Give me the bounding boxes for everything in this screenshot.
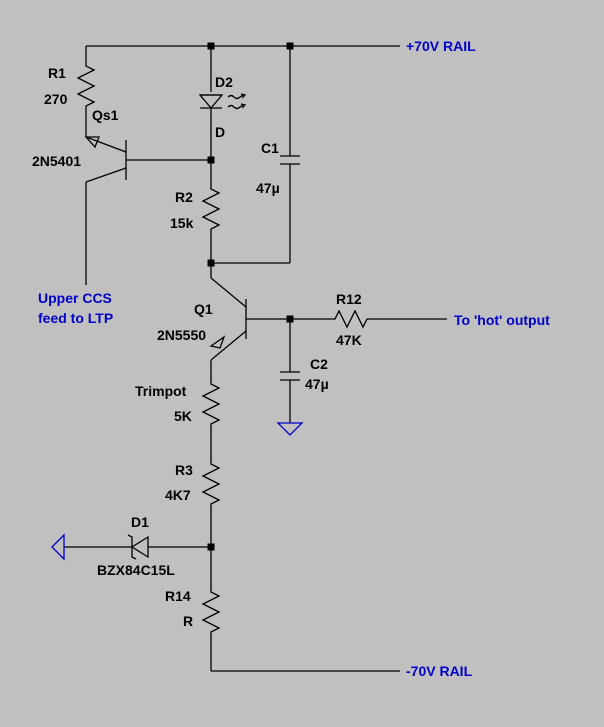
d2-ref: D2 — [215, 74, 233, 90]
r1-value: 270 — [44, 91, 68, 107]
d1-ref: D1 — [131, 514, 149, 530]
r3-resistor — [201, 460, 221, 508]
junction-dot — [207, 156, 215, 164]
r3-ref: R3 — [175, 462, 193, 478]
junction-dot — [286, 315, 294, 323]
d2-value: D — [215, 124, 225, 140]
r2-resistor — [201, 185, 221, 233]
neg-rail-label: -70V RAIL — [406, 663, 473, 679]
junction-dot — [207, 42, 215, 50]
upper-ccs-label-line1: Upper CCS — [38, 290, 112, 306]
r2-value: 15k — [170, 215, 194, 231]
r12-value: 47K — [336, 332, 362, 348]
c1-ref: C1 — [261, 140, 279, 156]
r14-ref: R14 — [165, 588, 191, 604]
c2-capacitor — [280, 371, 300, 381]
junction-dot — [286, 42, 294, 50]
r1-ref: R1 — [48, 65, 66, 81]
trimpot-value: 5K — [174, 408, 192, 424]
ground-symbol — [51, 533, 65, 561]
q1-ref: Q1 — [194, 301, 213, 317]
c1-capacitor — [280, 155, 300, 165]
q1-value: 2N5550 — [157, 327, 206, 343]
r12-ref: R12 — [336, 291, 362, 307]
upper-ccs-label-line2: feed to LTP — [38, 310, 113, 326]
q1-transistor — [209, 277, 247, 361]
c2-ref: C2 — [310, 356, 328, 372]
ground-symbol — [276, 422, 304, 436]
r3-value: 4K7 — [165, 487, 191, 503]
pos-rail-label: +70V RAIL — [406, 38, 476, 54]
c2-value: 47µ — [305, 376, 329, 392]
r2-ref: R2 — [175, 189, 193, 205]
junction-dot — [207, 543, 215, 551]
trimpot-resistor — [201, 380, 221, 428]
c1-value: 47µ — [256, 180, 280, 196]
d1-zener — [127, 534, 149, 560]
hot-output-label: To 'hot' output — [454, 312, 550, 328]
d2-led — [198, 93, 247, 110]
r14-resistor — [201, 588, 221, 636]
junctions — [207, 42, 294, 551]
qs1-ref: Qs1 — [92, 107, 119, 123]
qs1-value: 2N5401 — [32, 153, 81, 169]
trimpot-ref: Trimpot — [135, 383, 187, 399]
junction-dot — [207, 259, 215, 267]
r1-resistor — [76, 62, 96, 110]
qs1-transistor — [84, 136, 127, 183]
d1-value: BZX84C15L — [97, 562, 175, 578]
r14-value: R — [183, 613, 193, 629]
r12-resistor — [331, 309, 371, 329]
